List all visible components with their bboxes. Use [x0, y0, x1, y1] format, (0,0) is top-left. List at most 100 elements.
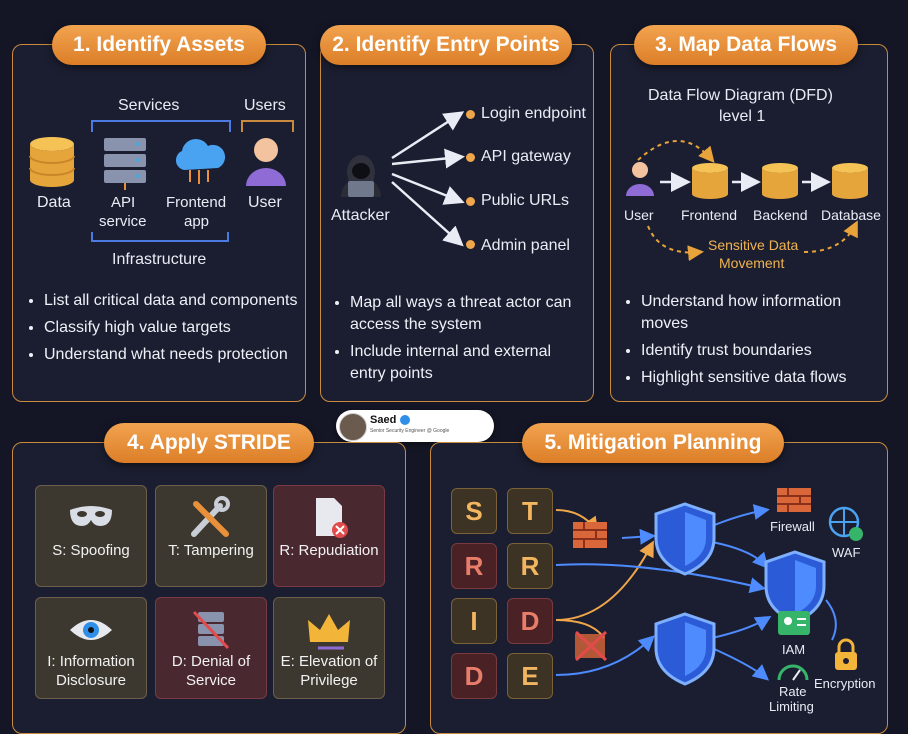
user-icon — [246, 138, 286, 186]
sensitive-data-label-1: Sensitive Data — [708, 237, 799, 253]
stride-label-spoofing: S: Spoofing — [52, 542, 130, 559]
stride-label-denial: D: Denial of Service — [156, 652, 266, 690]
users-label: Users — [244, 97, 286, 114]
sensitive-data-label-2: Movement — [719, 255, 785, 271]
step2-title: 2. Identify Entry Points — [320, 25, 572, 65]
list-item: Identify trust boundaries — [641, 340, 885, 362]
hacker-icon — [341, 155, 381, 197]
cloud-icon — [175, 138, 226, 184]
stride-label-line: I: Information — [47, 653, 135, 670]
step3-title: 3. Map Data Flows — [634, 25, 858, 65]
list-item: Understand what needs protection — [44, 344, 301, 366]
step1-title: 1. Identify Assets — [52, 25, 266, 65]
stride-label-line: E: Elevation of — [280, 653, 378, 670]
globe-check-icon — [828, 506, 863, 541]
server-icon — [104, 138, 146, 190]
server-blocked-icon — [192, 610, 230, 650]
document-x-icon — [316, 498, 348, 538]
stride-label-line: D: Denial of — [171, 653, 251, 670]
list-item: Map all ways a threat actor can access t… — [350, 292, 587, 336]
stride-letter-t: T — [507, 488, 553, 534]
stride-card-spoofing: S: Spoofing — [35, 485, 147, 587]
gauge-icon — [777, 664, 809, 681]
stride-letter-d2: D — [451, 653, 497, 699]
entry-dot — [466, 240, 475, 249]
firewall-icon — [573, 522, 607, 548]
list-item: Understand how information moves — [641, 291, 885, 335]
stride-label-line: Privilege — [300, 672, 358, 689]
author-name: Saed — [370, 414, 397, 426]
stride-card-tampering: T: Tampering — [155, 485, 267, 587]
panel-identify-entry-points — [320, 44, 594, 402]
list-item: Classify high value targets — [44, 317, 301, 339]
verified-icon — [400, 415, 410, 425]
stride-card-repudiation: R: Repudiation — [273, 485, 385, 587]
infrastructure-label: Infrastructure — [112, 251, 207, 268]
stride-label-tampering: T: Tampering — [168, 542, 254, 559]
shield-icon — [654, 502, 716, 576]
dfd-node-database: Database — [821, 207, 881, 223]
data-label: Data — [37, 194, 71, 211]
dfd-node-user: User — [624, 207, 654, 223]
tools-icon — [191, 496, 230, 537]
eye-icon — [70, 620, 112, 640]
database-icon — [29, 137, 75, 187]
entry-login: Login endpoint — [481, 105, 586, 122]
avatar — [339, 413, 367, 441]
frontend-label-1: Frontend — [166, 194, 227, 211]
api-label-1: API — [111, 194, 136, 211]
entry-public-urls: Public URLs — [481, 192, 570, 209]
blocked-firewall-icon — [574, 630, 608, 662]
shield-icon — [654, 612, 716, 686]
attacker-label: Attacker — [331, 207, 390, 224]
user-label: User — [248, 194, 282, 211]
list-item: List all critical data and components — [44, 290, 301, 312]
lock-icon — [835, 638, 857, 670]
step1-bullets: List all critical data and components Cl… — [26, 290, 301, 371]
author-subtitle: Senior Security Engineer @ Google — [370, 428, 450, 434]
entry-dot — [466, 110, 475, 119]
entry-arrows — [391, 111, 465, 247]
dfd-title-2: level 1 — [719, 108, 766, 125]
stride-label-line: Disclosure — [55, 672, 127, 689]
entry-admin-panel: Admin panel — [481, 237, 570, 254]
dfd-node-backend: Backend — [753, 207, 808, 223]
list-item: Include internal and external entry poin… — [350, 341, 587, 385]
crown-icon — [308, 614, 350, 650]
list-item: Highlight sensitive data flows — [641, 367, 885, 389]
id-card-icon — [778, 611, 810, 635]
stride-label-line: Service — [185, 672, 237, 689]
stride-card-elevation-of-privilege: E: Elevation of Privilege — [273, 597, 385, 699]
stride-letter-e: E — [507, 653, 553, 699]
control-rate-2: Limiting — [769, 699, 814, 714]
entry-api-gateway: API gateway — [481, 148, 571, 165]
step2-bullets: Map all ways a threat actor can access t… — [332, 292, 587, 390]
shield-icon — [764, 550, 826, 624]
control-firewall: Firewall — [770, 519, 815, 534]
services-bracket — [91, 120, 294, 132]
entry-dot — [466, 153, 475, 162]
stride-letter-s: S — [451, 488, 497, 534]
step5-title: 5. Mitigation Planning — [522, 423, 784, 463]
infrastructure-bracket — [91, 232, 229, 242]
stride-letter-r2: R — [507, 543, 553, 589]
stride-label-elevation: E: Elevation of Privilege — [274, 652, 384, 690]
control-waf: WAF — [832, 545, 861, 560]
dfd-title-1: Data Flow Diagram (DFD) — [648, 87, 833, 104]
dfd-node-frontend: Frontend — [681, 207, 738, 223]
mitigation-flow — [555, 504, 837, 681]
stride-card-denial-of-service: D: Denial of Service — [155, 597, 267, 699]
api-label-2: service — [99, 213, 147, 230]
stride-letter-d: D — [507, 598, 553, 644]
stride-letter-i: I — [451, 598, 497, 644]
control-encryption: Encryption — [814, 676, 876, 691]
services-label: Services — [118, 97, 180, 114]
control-rate-1: Rate — [779, 684, 807, 699]
step4-title: 4. Apply STRIDE — [104, 423, 314, 463]
stride-letter-r: R — [451, 543, 497, 589]
author-badge: Saed Senior Security Engineer @ Google — [336, 410, 494, 442]
stride-label-repudiation: R: Repudiation — [279, 542, 379, 559]
mask-icon — [70, 506, 112, 526]
